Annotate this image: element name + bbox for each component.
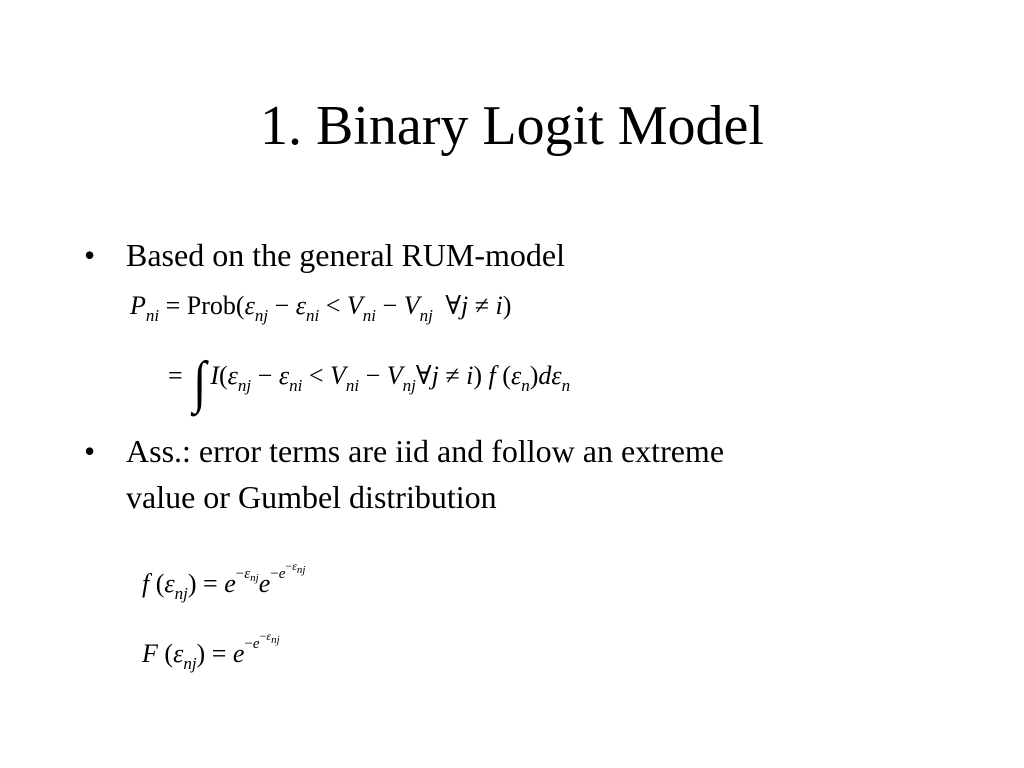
integral-equation: = ∫I(εnj − εni < Vni − Vnj∀j ≠ i) f (εn)… <box>168 350 571 415</box>
slide-title: 1. Binary Logit Model <box>260 95 764 157</box>
integral-sign-icon: ∫ <box>193 350 207 415</box>
bullet-text: Based on the general RUM-model <box>126 237 565 273</box>
probability-equation: Pni = Prob(εnj − εni < Vni − Vnj ∀j ≠ i) <box>130 291 512 325</box>
bullet-text-line-1: Ass.: error terms are iid and follow an … <box>126 433 725 469</box>
gumbel-pdf-equation: f (εnj) = e−εnje−e−εnj <box>142 559 306 603</box>
bullet-marker: • <box>84 237 96 273</box>
gumbel-cdf-equation: F (εnj) = e−e−εnj <box>142 629 280 673</box>
bullet-text-line-2: value or Gumbel distribution <box>126 479 497 515</box>
bullet-marker: • <box>84 433 96 469</box>
